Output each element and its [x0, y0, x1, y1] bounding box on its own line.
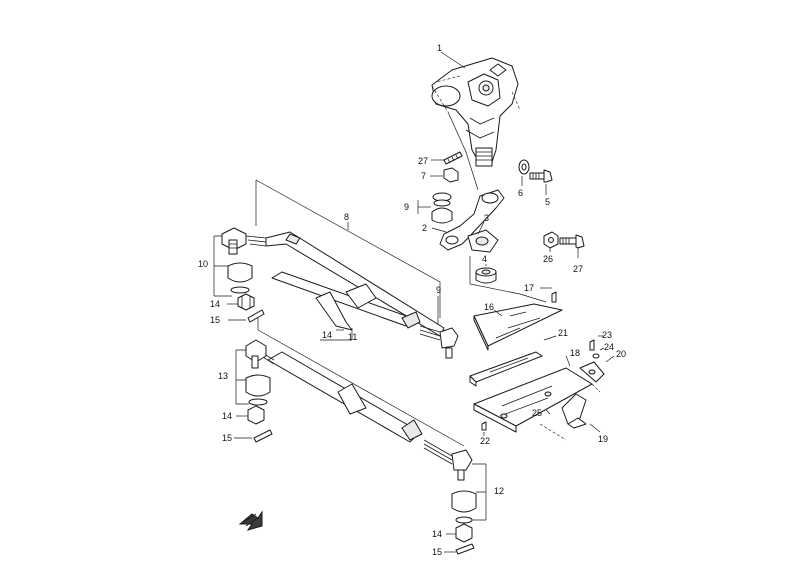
callout-1: 1 — [437, 43, 442, 53]
callout-24: 24 — [604, 342, 614, 352]
boot-12[interactable] — [451, 490, 477, 524]
castle-nut-14-c[interactable] — [247, 405, 265, 425]
callout-25: 25 — [532, 408, 542, 418]
skid-plate-18[interactable] — [473, 367, 593, 433]
nut-26[interactable] — [543, 231, 559, 249]
callout-4: 4 — [482, 254, 487, 264]
callout-21: 21 — [558, 328, 568, 338]
cotter-pin-15-c[interactable] — [455, 543, 475, 555]
washer-24[interactable] — [592, 353, 600, 359]
callout-19: 19 — [598, 434, 608, 444]
steering-gear-box[interactable] — [431, 57, 521, 167]
screw-22[interactable] — [481, 421, 487, 431]
bracket-19[interactable] — [561, 393, 587, 429]
bushing-4[interactable] — [475, 267, 497, 284]
callout-6: 6 — [518, 188, 523, 198]
pitman-ball-joint-boot[interactable] — [431, 192, 453, 224]
front-direction-arrow-icon — [238, 510, 263, 531]
pitman-arm[interactable] — [439, 189, 505, 251]
callout-15-b: 15 — [222, 433, 232, 443]
callout-23: 23 — [602, 330, 612, 340]
cotter-pin-15-b[interactable] — [253, 429, 273, 443]
callout-27-lower: 27 — [573, 264, 583, 274]
castle-nut-14-a[interactable] — [237, 293, 255, 311]
callout-26: 26 — [543, 254, 553, 264]
bolt-23[interactable] — [589, 339, 595, 351]
tie-rod-end-13[interactable] — [245, 339, 275, 369]
tie-rod-end-12[interactable] — [423, 439, 473, 481]
callout-27-upper: 27 — [418, 156, 428, 166]
callout-14-a: 14 — [210, 299, 220, 309]
callout-9-upper: 9 — [404, 202, 409, 212]
callout-9-lower: 9 — [436, 285, 441, 295]
callout-15-a: 15 — [210, 315, 220, 325]
castle-nut-14-d[interactable] — [455, 523, 473, 543]
screw-17[interactable] — [551, 291, 557, 303]
bolt-27-lower[interactable] — [559, 234, 585, 249]
callout-18: 18 — [570, 348, 580, 358]
callout-17: 17 — [524, 283, 534, 293]
callout-15-c: 15 — [432, 547, 442, 557]
retainer-plate-3[interactable] — [467, 229, 499, 253]
cotter-pin-15-a[interactable] — [247, 309, 265, 323]
upper-tie-rod-tube[interactable] — [271, 271, 421, 329]
callout-2: 2 — [422, 223, 427, 233]
guard-plate-16[interactable] — [473, 303, 563, 351]
callout-20: 20 — [616, 349, 626, 359]
callout-14-c: 14 — [222, 411, 232, 421]
nut-7[interactable] — [443, 167, 459, 183]
clamp-14-b[interactable] — [315, 291, 353, 331]
callout-12: 12 — [494, 486, 504, 496]
tie-rod-end-10[interactable] — [221, 227, 247, 255]
callout-16: 16 — [484, 302, 494, 312]
tie-rod-end-9[interactable] — [419, 325, 459, 359]
bolt-5[interactable] — [529, 169, 553, 183]
bolt-27-upper[interactable] — [443, 151, 463, 165]
callout-10: 10 — [198, 259, 208, 269]
boot-10[interactable] — [227, 262, 253, 294]
callout-5: 5 — [545, 197, 550, 207]
washer-6[interactable] — [518, 159, 530, 175]
callout-14-d: 14 — [432, 529, 442, 539]
lower-tie-rod-tube[interactable] — [267, 351, 423, 443]
bracket-21[interactable] — [469, 351, 543, 387]
callout-14-b: 14 — [322, 330, 332, 340]
callout-13: 13 — [218, 371, 228, 381]
callout-8: 8 — [344, 212, 349, 222]
callout-11: 11 — [348, 332, 357, 342]
callout-7: 7 — [421, 171, 426, 181]
boot-13[interactable] — [245, 374, 271, 406]
callout-3: 3 — [484, 213, 489, 223]
bracket-20[interactable] — [579, 361, 605, 383]
callout-22: 22 — [480, 436, 490, 446]
